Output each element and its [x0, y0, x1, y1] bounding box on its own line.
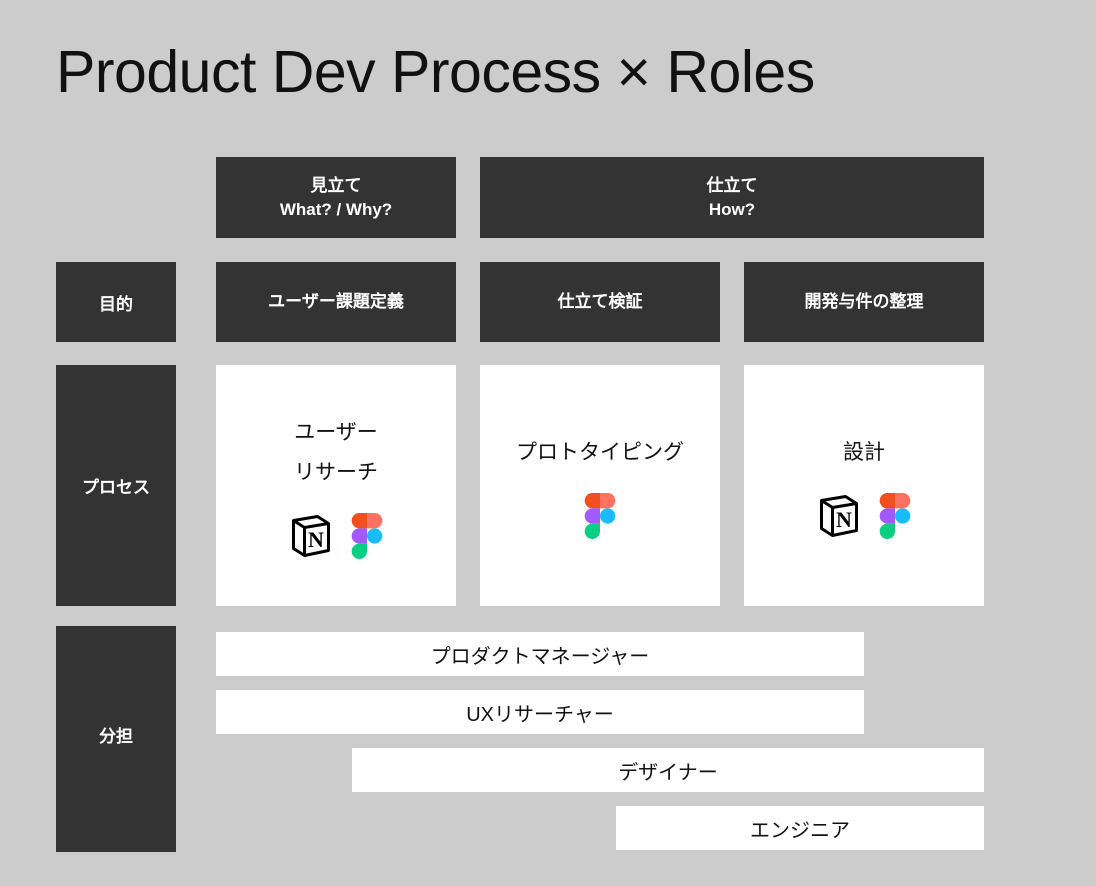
process-card-prototyping: プロトタイピング: [480, 365, 720, 606]
phase-header-mitate: 見立て What? / Why?: [216, 157, 456, 238]
tool-icon-row: N: [289, 512, 383, 559]
tool-icon-row: [584, 492, 616, 539]
notion-icon: N: [292, 514, 330, 557]
purpose-cell-2: 仕立て検証: [480, 262, 720, 342]
process-card-title: 設計: [843, 433, 885, 473]
purpose-cell-1: ユーザー課題定義: [216, 262, 456, 342]
purpose-cell-3: 開発与件の整理: [744, 262, 984, 342]
role-bar-product-manager: プロダクトマネージャー: [216, 632, 864, 676]
svg-text:N: N: [836, 507, 852, 532]
page-title: Product Dev Process × Roles: [56, 39, 815, 105]
phase-header-en: What? / Why?: [279, 199, 393, 219]
phase-header-shitate: 仕立て How?: [480, 157, 984, 238]
role-bar-engineer: エンジニア: [616, 806, 984, 850]
purpose-cell-text: ユーザー課題定義: [268, 292, 404, 311]
row-label-text: 分担: [99, 727, 133, 746]
figma-icon: [351, 512, 383, 559]
row-label-process: プロセス: [56, 365, 176, 606]
role-bar-label: プロダクトマネージャー: [430, 645, 650, 668]
figma-icon: [879, 492, 911, 539]
process-card-title-line: プロトタイピング: [516, 440, 684, 464]
row-label-purpose: 目的: [56, 262, 176, 342]
process-card-title-line: ユーザー: [294, 420, 378, 444]
process-card-title-line: リサーチ: [294, 460, 378, 484]
svg-text:N: N: [308, 527, 324, 552]
process-card-title: プロトタイピング: [516, 433, 684, 473]
row-label-text: プロセス: [82, 478, 150, 497]
purpose-cell-text: 仕立て検証: [557, 292, 643, 311]
process-card-title: ユーザー リサーチ: [294, 413, 378, 493]
role-bar-label: デザイナー: [618, 761, 718, 784]
role-bar-label: エンジニア: [750, 819, 850, 842]
phase-header-jp: 仕立て: [706, 175, 758, 195]
role-bar-label: UXリサーチャー: [466, 703, 614, 726]
row-label-roles: 分担: [56, 626, 176, 852]
process-card-user-research: ユーザー リサーチ N: [216, 365, 456, 606]
row-label-text: 目的: [99, 294, 133, 314]
figma-icon: [584, 492, 616, 539]
role-bar-designer: デザイナー: [352, 748, 984, 792]
tool-icon-row: N: [817, 492, 911, 539]
purpose-cell-text: 開発与件の整理: [804, 292, 924, 311]
phase-header-jp: 見立て: [310, 175, 362, 195]
role-bar-ux-researcher: UXリサーチャー: [216, 690, 864, 734]
process-card-title-line: 設計: [843, 440, 885, 464]
process-card-design: 設計 N: [744, 365, 984, 606]
phase-header-en: How?: [708, 199, 756, 219]
notion-icon: N: [820, 494, 858, 537]
